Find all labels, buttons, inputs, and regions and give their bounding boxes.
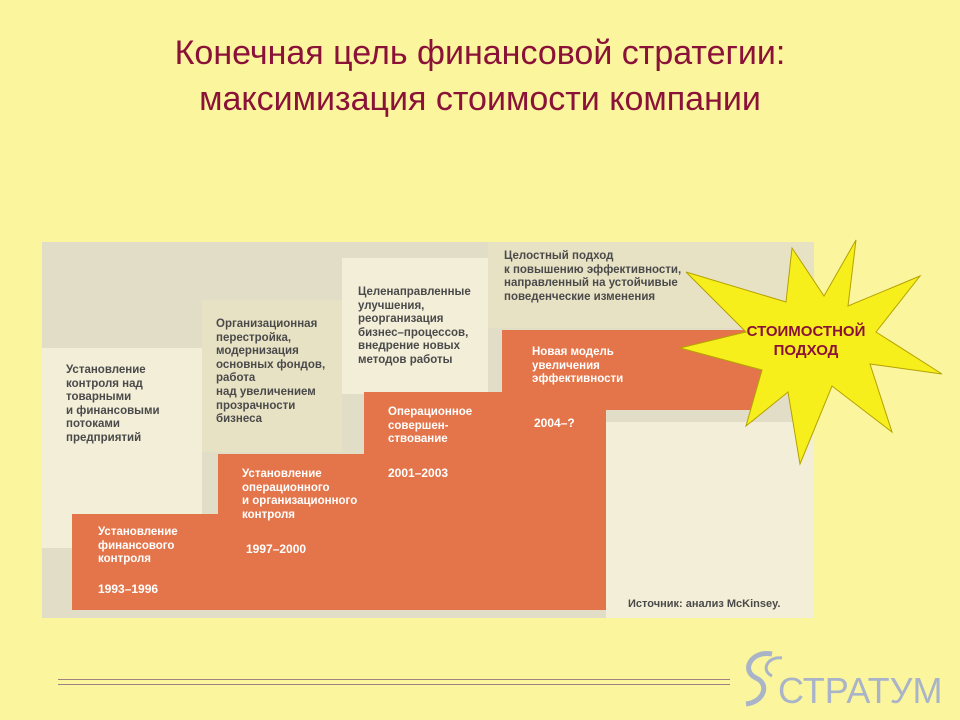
title-line-2: максимизация стоимости компании [199, 80, 761, 118]
logo-text: СТРАТУМ [778, 670, 943, 711]
staircase-diagram: Установление финансового контроля 1993–1… [42, 242, 814, 618]
stratum-logo-icon [745, 651, 783, 707]
step-3-years: 2001–2003 [388, 466, 449, 480]
source-note: Источник: анализ McKinsey. [628, 598, 781, 610]
title-line-1: Конечная цель финансовой стратегии: [174, 34, 786, 72]
step-3-lower [364, 492, 606, 610]
step-2 [218, 454, 366, 610]
step-2-years: 1997–2000 [246, 542, 307, 556]
lower-right-band [606, 422, 814, 618]
step-1-label: Установление финансового контроля [98, 526, 178, 566]
burst-shape [679, 239, 943, 466]
step-1-years: 1993–1996 [98, 582, 159, 596]
step-1-note: Установление контроля над товарными и фи… [66, 364, 160, 444]
step-3-note: Целенаправленные улучшения, реорганизаци… [358, 286, 471, 366]
note-band-2 [202, 300, 342, 452]
footer-rule-bottom [58, 684, 730, 685]
burst-label: СТОИМОСТНОЙ ПОДХОД [746, 323, 866, 359]
step-3-label: Операционное совершен- ствование [388, 406, 473, 446]
footer-rule-top [58, 679, 730, 680]
page-title: Конечная цель финансовой стратегии: макс… [0, 30, 960, 122]
note-band-3 [342, 258, 488, 394]
step-2-note: Организационная перестройка, модернизаци… [216, 318, 326, 426]
step-4-label: Новая модель увеличения эффективности [532, 346, 624, 386]
step-2-label: Установление операционного и организацио… [242, 468, 358, 521]
step-1 [72, 514, 220, 610]
step-4-years: 2004–? [534, 416, 575, 430]
step-4-note: Целостный подход к повышению эффективнос… [504, 250, 682, 303]
